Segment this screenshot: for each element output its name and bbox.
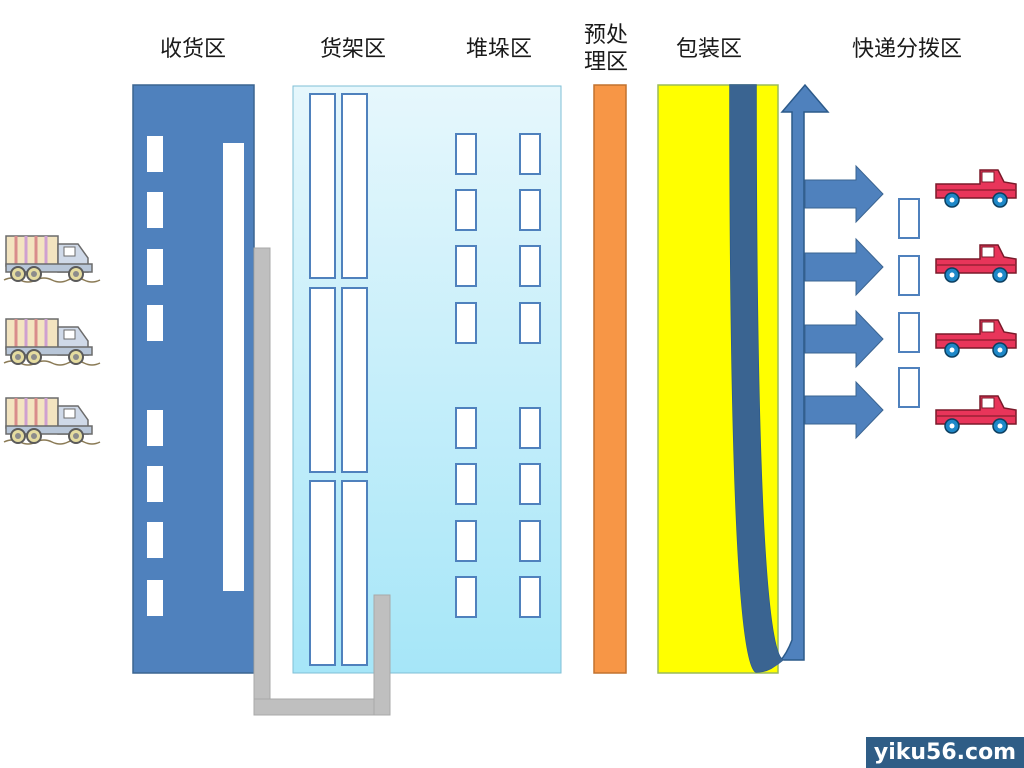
conveyor-path [253,247,391,716]
zone-label-preprocess-line1: 预处 [584,23,629,48]
shelf-racks [309,93,368,666]
dispatch-arrows [804,164,884,440]
shelving-stacking-area [292,85,562,674]
express-sorting-slots [898,198,920,408]
inbound-truck-2 [2,317,102,367]
zone-label-preprocess-line2: 理区 [584,50,629,75]
zone-label-packing: 包装区 [676,37,743,62]
inbound-truck-1 [2,234,102,284]
receiving-zone [132,84,255,674]
inbound-truck-3 [2,396,102,446]
watermark-logo: yiku56.com [866,737,1024,768]
zone-label-express-sorting: 快递分拨区 [852,37,963,62]
receiving-dock-doors [147,136,163,616]
stacking-pallets [455,133,541,618]
outbound-truck-4 [935,395,1017,434]
outbound-truck-3 [935,319,1017,358]
zone-label-preprocess: 预处 理区 [584,22,628,76]
preprocess-zone [593,84,627,674]
outbound-truck-2 [935,244,1017,283]
packing-to-sorting-flow-arrow [729,83,830,673]
zone-label-receiving: 收货区 [160,37,227,62]
outbound-truck-1 [935,169,1017,208]
receiving-staging-lane [223,143,244,591]
zone-label-shelving: 货架区 [320,37,387,62]
zone-label-stacking: 堆垛区 [466,37,533,62]
